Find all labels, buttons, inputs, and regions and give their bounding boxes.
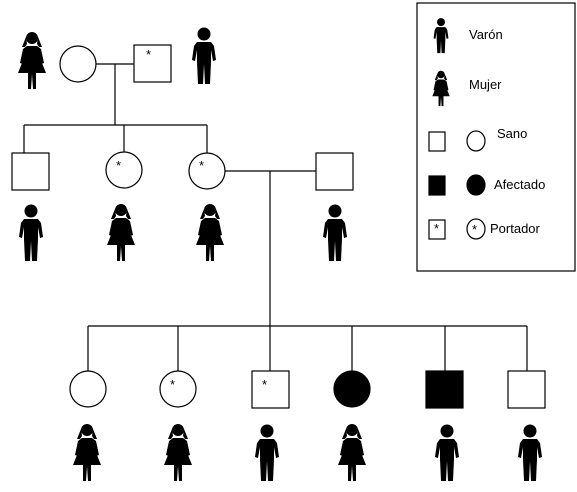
gen3-female-2-symbol	[159, 370, 197, 408]
gen1-male-symbol	[133, 44, 172, 83]
legend-mujer-label: Mujer	[469, 77, 502, 92]
legend-healthy-circle	[466, 130, 486, 152]
woman-silhouette-icon	[73, 424, 101, 481]
gen2-male-1-symbol	[11, 152, 50, 191]
gen1-male-carrier-mark: *	[146, 47, 151, 62]
gen3-male-3-symbol	[507, 370, 546, 409]
man-silhouette-icon	[323, 204, 347, 261]
woman-silhouette-icon	[107, 204, 135, 261]
woman-silhouette-icon	[164, 424, 192, 481]
man-silhouette-icon	[435, 424, 459, 481]
man-silhouette-icon	[19, 204, 43, 261]
man-silhouette-icon	[255, 424, 279, 481]
legend-sano-row: Sano	[428, 126, 527, 152]
legend-afectado-row: Afectado	[428, 174, 545, 196]
legend-mujer-row: Mujer	[432, 70, 502, 107]
woman-silhouette-icon	[196, 204, 224, 261]
legend-affected-circle	[466, 174, 486, 196]
man-silhouette-icon	[518, 424, 542, 481]
gen2-female-1-carrier-mark: *	[116, 158, 121, 173]
gen3-female-1-symbol	[69, 370, 107, 408]
gen2-female-2-symbol	[188, 152, 226, 190]
woman-silhouette-icon	[18, 32, 46, 89]
legend-afectado-label: Afectado	[494, 177, 545, 192]
gen2-female-1-symbol	[105, 151, 143, 189]
legend-sano-label: Sano	[497, 126, 527, 141]
legend-carrier-circle	[466, 218, 486, 240]
legend-varon-row: Varón	[433, 18, 503, 54]
man-silhouette-icon	[192, 27, 216, 84]
legend-carrier-square	[428, 219, 446, 240]
legend-affected-square	[428, 175, 446, 196]
woman-silhouette-icon	[338, 424, 366, 481]
legend-varon-label: Varón	[469, 27, 503, 42]
gen2-female-2-carrier-mark: *	[199, 158, 204, 173]
gen2-spouse-symbol	[315, 152, 354, 191]
gen3-male-1-symbol	[251, 370, 290, 409]
legend-portador-row: * * Portador	[428, 218, 541, 240]
legend-carrier-square-mark: *	[434, 221, 439, 236]
gen3-female-3-affected-symbol	[333, 370, 371, 408]
gen3-female-2-carrier-mark: *	[170, 377, 175, 392]
legend-healthy-square	[428, 131, 446, 152]
gen1-female-symbol	[59, 45, 97, 83]
legend-portador-label: Portador	[490, 221, 541, 236]
legend-carrier-circle-mark: *	[472, 222, 477, 237]
gen3-male-2-affected-symbol	[425, 370, 464, 409]
gen3-male-1-carrier-mark: *	[262, 377, 267, 392]
